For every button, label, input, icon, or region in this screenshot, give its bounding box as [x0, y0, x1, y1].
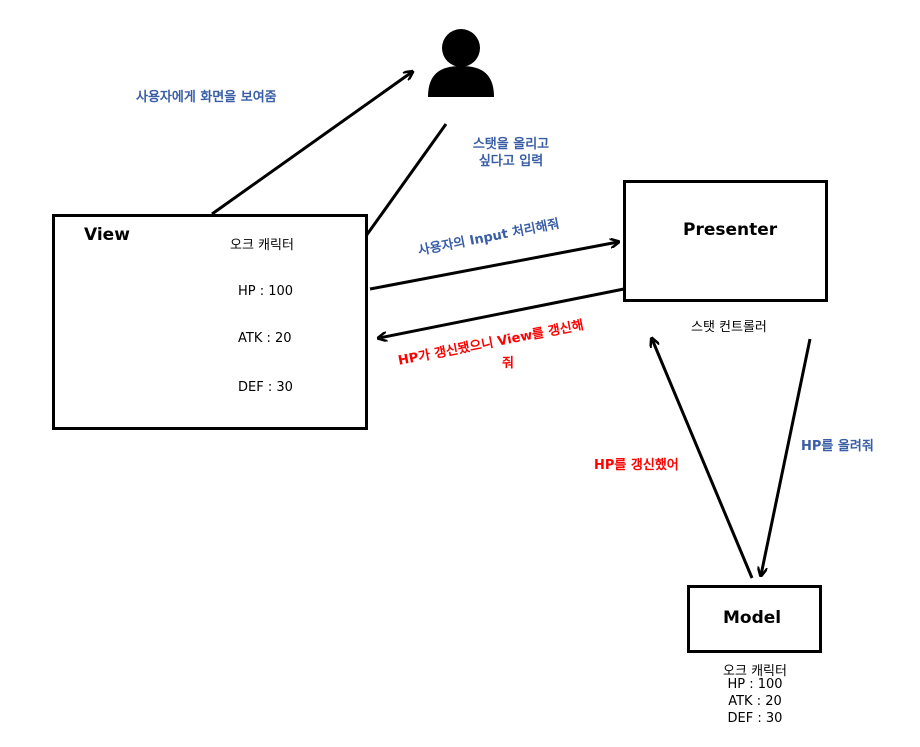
model-info-line-4: DEF : 30: [727, 711, 783, 726]
model-info-line-3: ATK : 20: [728, 694, 782, 709]
model-info-line-1: 오크 캐릭터: [723, 664, 787, 679]
view-stat-hp: HP : 100: [238, 284, 294, 299]
user-icon: [428, 29, 494, 97]
presenter-title: Presenter: [683, 220, 778, 240]
view-box: [52, 214, 368, 430]
arrow-view-to-user: [211, 72, 412, 216]
arrow-model-to-presenter: [652, 339, 754, 579]
presenter-box: [623, 180, 828, 302]
arrow-presenter-to-view: [379, 287, 625, 338]
label-model-to-presenter: HP를 갱신했어: [594, 458, 679, 473]
model-info-line-2: HP : 100: [727, 677, 783, 692]
label-view-to-user: 사용자에게 화면을 보여줌: [136, 90, 277, 105]
view-title: View: [84, 225, 130, 245]
model-box: [687, 585, 822, 653]
label-user-to-view-line-1: 스탯을 올리고: [472, 137, 550, 152]
arrow-presenter-to-model: [761, 338, 812, 575]
label-user-to-view-line-2: 싶다고 입력: [478, 154, 544, 169]
presenter-caption: 스탯 컨트롤러: [691, 320, 767, 335]
view-stat-atk: ATK : 20: [238, 331, 292, 346]
label-presenter-to-model: HP를 올려줘: [801, 439, 874, 454]
model-title: Model: [723, 608, 782, 628]
view-character-label: 오크 캐릭터: [230, 238, 294, 253]
arrow-view-to-presenter: [369, 242, 618, 291]
label-presenter-to-view-line-2: 줘: [502, 356, 514, 371]
view-stat-def: DEF : 30: [238, 380, 293, 395]
